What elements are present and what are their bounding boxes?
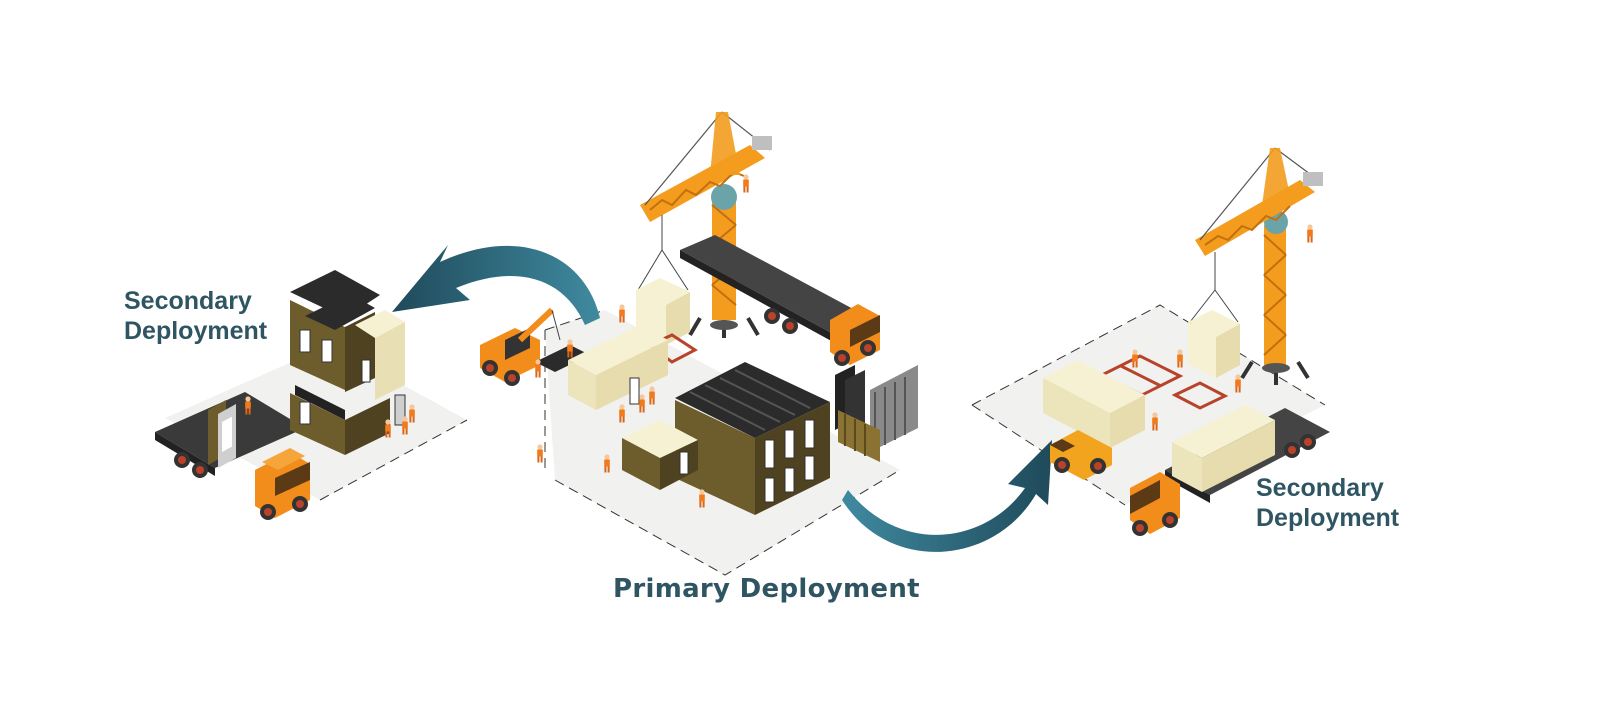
flatbed-truck-icon	[1130, 405, 1330, 536]
tower-crane-icon	[1195, 147, 1323, 385]
label-secondary-deployment-right: Secondary Deployment	[1256, 474, 1400, 532]
label-secondary-deployment-left: Secondary Deployment	[124, 287, 268, 345]
curved-arrow-icon	[842, 440, 1052, 552]
modular-unit-icon	[568, 325, 668, 410]
flatbed-truck-icon	[680, 235, 880, 366]
left-site	[155, 270, 415, 520]
label-primary-deployment: Primary Deployment	[613, 574, 920, 604]
flatbed-truck-icon	[155, 392, 310, 520]
mobile-crane-icon	[480, 307, 590, 386]
modular-unit-icon	[1043, 360, 1145, 448]
modular-unit-icon	[290, 270, 406, 455]
curved-arrow-icon	[392, 245, 600, 325]
primary-site	[480, 111, 918, 515]
van-icon	[1050, 430, 1112, 480]
tower-crane-icon	[640, 111, 772, 338]
panel-stack-icon	[835, 365, 918, 462]
right-site	[1043, 147, 1330, 536]
modular-unit-icon	[622, 362, 830, 515]
modular-unit-icon	[1188, 289, 1240, 378]
